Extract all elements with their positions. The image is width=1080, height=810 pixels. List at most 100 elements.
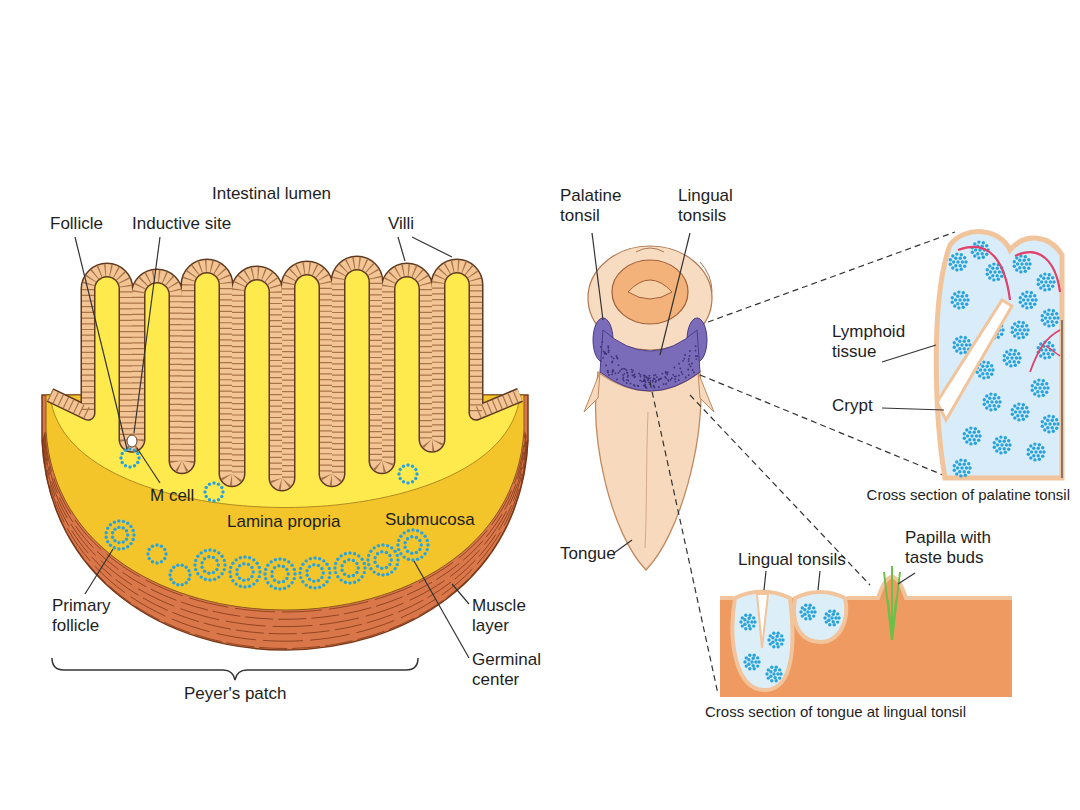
palatine-section bbox=[963, 347, 966, 350]
label: Peyer's patch bbox=[184, 684, 286, 704]
label: Cross section of palatine tonsil bbox=[867, 486, 1070, 504]
follicles bbox=[399, 535, 402, 538]
follicles bbox=[117, 526, 120, 529]
tongue-drawing bbox=[653, 385, 655, 387]
palatine-section bbox=[1027, 453, 1030, 456]
follicles bbox=[113, 521, 116, 524]
follicles bbox=[426, 548, 429, 551]
follicles bbox=[270, 560, 273, 563]
tongue-drawing bbox=[681, 371, 683, 373]
palatine-section bbox=[967, 462, 970, 465]
follicles bbox=[238, 564, 241, 567]
follicles bbox=[247, 563, 250, 566]
follicles bbox=[377, 544, 380, 547]
label: Cross section of tongue at lingual tonsi… bbox=[705, 703, 966, 721]
tongue-drawing bbox=[688, 358, 690, 360]
palatine-section bbox=[1051, 426, 1054, 429]
lingual-section bbox=[739, 620, 742, 623]
m-cell bbox=[127, 435, 137, 447]
palatine-section bbox=[961, 260, 964, 263]
follicles bbox=[132, 533, 135, 536]
follicles bbox=[163, 548, 166, 551]
lingual-section bbox=[828, 610, 831, 613]
follicles bbox=[270, 575, 273, 578]
lingual-section bbox=[809, 604, 812, 607]
follicles bbox=[402, 465, 405, 468]
tongue-drawing bbox=[613, 370, 615, 372]
follicles bbox=[228, 570, 231, 573]
tongue-drawing bbox=[693, 372, 695, 374]
tongue-drawing bbox=[689, 364, 691, 366]
tongue-drawing bbox=[665, 372, 667, 374]
palatine-section bbox=[965, 428, 968, 431]
tongue-drawing bbox=[690, 366, 692, 368]
follicles bbox=[305, 559, 308, 562]
palatine-section bbox=[1042, 379, 1045, 382]
palatine-section bbox=[963, 298, 966, 301]
follicles bbox=[196, 555, 199, 558]
palatine-section bbox=[960, 253, 963, 256]
tongue-drawing bbox=[645, 376, 647, 378]
palatine-section bbox=[1022, 336, 1025, 339]
palatine-section bbox=[1033, 458, 1036, 461]
palatine-section bbox=[1041, 383, 1044, 386]
palatine-section bbox=[996, 443, 999, 446]
tongue-drawing bbox=[631, 369, 633, 371]
follicles bbox=[308, 565, 311, 568]
palatine-section bbox=[1008, 360, 1011, 363]
palatine-section bbox=[1015, 252, 1060, 292]
palatine-section bbox=[1047, 277, 1050, 280]
tongue-drawing bbox=[626, 369, 628, 371]
label: Tongue bbox=[560, 544, 616, 564]
palatine-section bbox=[1042, 394, 1045, 397]
palatine-section bbox=[955, 460, 958, 463]
tongue-drawing bbox=[584, 372, 600, 412]
follicles bbox=[132, 538, 135, 541]
follicles bbox=[204, 549, 207, 552]
follicles bbox=[223, 563, 226, 566]
palatine-section bbox=[977, 240, 980, 243]
lingual-section bbox=[747, 663, 750, 666]
follicles bbox=[239, 556, 242, 559]
follicles bbox=[185, 566, 188, 569]
palatine-section bbox=[1030, 291, 1033, 294]
follicles bbox=[187, 578, 190, 581]
palatine-section bbox=[995, 449, 998, 452]
label: Primary follicle bbox=[52, 596, 127, 637]
palatine-section bbox=[988, 368, 991, 371]
palatine-section bbox=[1047, 324, 1050, 327]
follicles bbox=[212, 499, 215, 502]
follicles bbox=[363, 571, 366, 574]
palatine-section bbox=[1051, 285, 1054, 288]
palatine-section bbox=[977, 256, 980, 259]
tongue-drawing bbox=[637, 385, 639, 387]
tongue-drawing bbox=[643, 379, 645, 381]
follicles bbox=[258, 570, 261, 573]
tongue-drawing bbox=[634, 376, 636, 378]
palatine-section bbox=[961, 302, 964, 305]
tongue-drawing bbox=[675, 381, 677, 383]
follicles bbox=[238, 577, 241, 580]
follicles bbox=[347, 558, 350, 561]
follicles bbox=[151, 545, 154, 548]
follicles bbox=[366, 558, 369, 561]
palatine-section bbox=[965, 294, 968, 297]
palatine-section bbox=[1047, 284, 1050, 287]
palatine-section bbox=[966, 298, 969, 301]
follicles bbox=[217, 498, 220, 501]
lingual-section bbox=[810, 610, 813, 613]
tongue-drawing bbox=[662, 373, 664, 375]
follicles bbox=[113, 546, 116, 549]
follicles bbox=[285, 577, 288, 580]
follicles bbox=[151, 560, 154, 563]
tongue-drawing bbox=[695, 350, 697, 352]
palatine-section bbox=[1016, 407, 1019, 410]
palatine-section bbox=[1011, 331, 1014, 334]
follicles bbox=[410, 552, 413, 555]
palatine-section bbox=[1046, 313, 1049, 316]
follicles bbox=[122, 547, 125, 550]
palatine-section bbox=[1055, 321, 1058, 324]
epithelium bbox=[50, 263, 520, 484]
tongue-drawing bbox=[678, 379, 680, 381]
follicles bbox=[403, 541, 406, 544]
